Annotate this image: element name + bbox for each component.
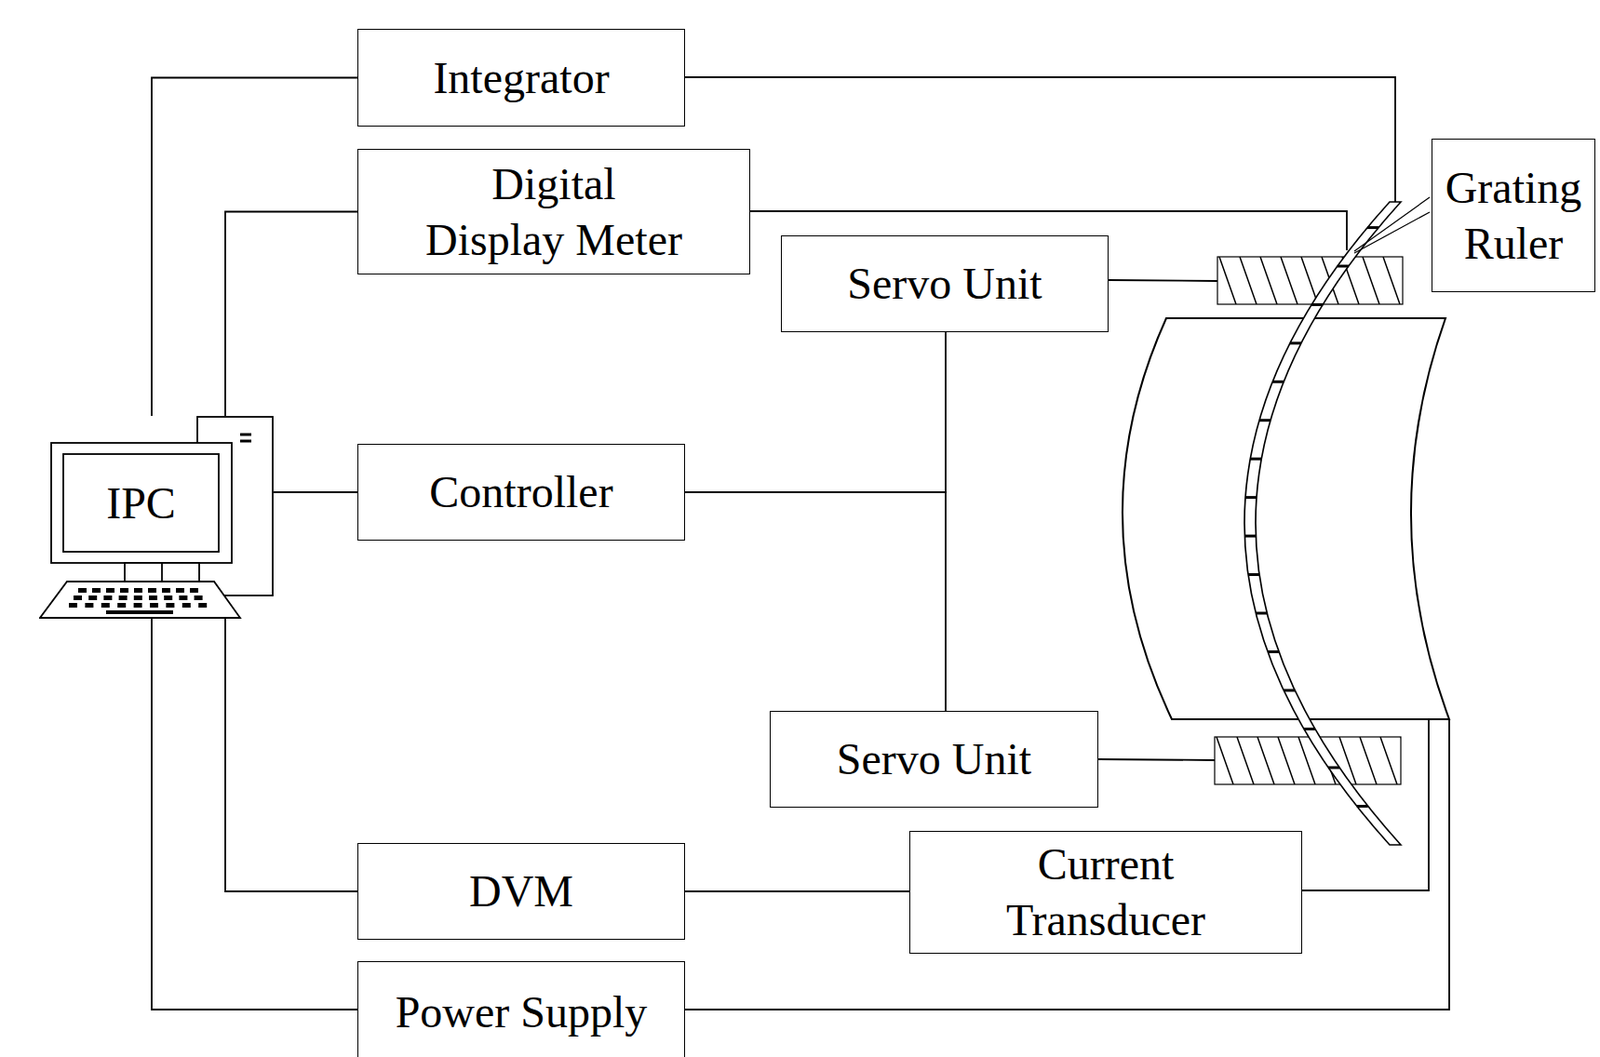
node-label: Controller — [429, 464, 613, 521]
connector — [685, 891, 910, 893]
connector — [225, 212, 358, 417]
grating-tick — [1283, 688, 1295, 692]
reading-head — [1217, 256, 1403, 305]
wire — [1108, 280, 1218, 282]
connector-line — [685, 890, 910, 893]
servo-box: Servo Unit — [780, 235, 1109, 333]
connector-line — [151, 618, 358, 1010]
key — [134, 588, 143, 593]
key — [119, 595, 128, 601]
grating-tick — [1311, 303, 1323, 307]
key — [106, 610, 174, 615]
key — [84, 603, 94, 608]
node-label: IPC — [63, 454, 219, 552]
node-label: Integrator — [432, 50, 609, 107]
grating-tick — [1250, 457, 1262, 461]
grating-tick — [1248, 573, 1260, 577]
grating-tick — [1337, 265, 1349, 269]
integrator-box: Integrator — [357, 28, 686, 127]
servo-box: Servo Unit — [769, 711, 1099, 808]
key — [101, 603, 110, 608]
stand — [161, 563, 163, 582]
tower-mark — [240, 433, 252, 437]
node-label: Digital Display Meter — [421, 156, 687, 269]
key — [92, 588, 101, 593]
grating-tick — [1304, 727, 1316, 731]
grating-tick — [1255, 612, 1267, 616]
node-label: Servo Unit — [836, 731, 1032, 788]
grating-tick — [1272, 380, 1284, 384]
grating-tick — [1357, 805, 1369, 808]
keyboard — [40, 581, 241, 619]
node-label: Grating Ruler — [1443, 160, 1584, 272]
node-label: Current Transducer — [998, 836, 1213, 949]
connector — [273, 492, 358, 494]
key — [78, 588, 87, 593]
grating-tick — [1328, 766, 1340, 769]
key — [165, 603, 175, 608]
key — [134, 603, 143, 608]
key — [161, 588, 171, 593]
grating-scale — [1244, 201, 1401, 846]
key — [147, 588, 157, 593]
connector-line — [151, 78, 358, 417]
connector — [151, 618, 358, 1010]
key — [106, 588, 115, 593]
key — [68, 603, 78, 608]
connector-line — [225, 618, 358, 892]
connector-line — [273, 491, 358, 494]
controller-box: Controller — [357, 443, 686, 541]
screen — [63, 454, 219, 552]
node-label: DVM — [469, 863, 574, 920]
grating-tick — [1259, 418, 1271, 422]
key — [148, 595, 158, 601]
dvm-box: DVM — [357, 843, 686, 941]
display-meter-box: Digital Display Meter — [357, 148, 751, 275]
grating-band — [1244, 201, 1401, 846]
key — [73, 595, 82, 601]
connector — [685, 332, 946, 493]
tower-mark — [240, 440, 252, 444]
connector-line — [685, 332, 946, 493]
monitor — [51, 443, 232, 564]
key — [134, 595, 143, 601]
key — [175, 588, 185, 593]
connector-line — [685, 492, 946, 712]
key — [103, 595, 112, 601]
connector — [685, 492, 946, 712]
key — [194, 595, 203, 601]
key — [163, 595, 173, 601]
transducer-box: Current Transducer — [909, 831, 1303, 955]
reading-head — [1214, 737, 1401, 785]
key — [178, 595, 188, 601]
signal-wires — [685, 77, 1450, 1010]
callout-box: Grating Ruler — [1431, 138, 1596, 293]
wire — [685, 77, 1396, 202]
node-label: Servo Unit — [847, 255, 1042, 312]
key — [198, 603, 207, 608]
wire — [1098, 759, 1215, 761]
key — [189, 588, 199, 593]
computer-icon: IPC — [39, 416, 274, 619]
node-label: Power Supply — [395, 984, 648, 1041]
leader-lines — [1354, 197, 1430, 254]
key — [117, 603, 126, 608]
grating-tick — [1244, 535, 1256, 538]
power-supply-box: Power Supply — [357, 961, 686, 1057]
key — [182, 603, 191, 608]
grating-tick — [1367, 226, 1379, 229]
connector-line — [225, 212, 358, 417]
grating-tick — [1245, 496, 1257, 499]
connector — [151, 78, 358, 417]
key — [120, 588, 129, 593]
leader-line — [1354, 197, 1430, 252]
grating-tick — [1267, 650, 1279, 654]
connector — [225, 618, 358, 892]
key — [88, 595, 97, 601]
leader-line — [1354, 212, 1430, 254]
grating-tick — [1290, 341, 1302, 345]
stand — [124, 563, 200, 582]
key — [149, 603, 159, 608]
